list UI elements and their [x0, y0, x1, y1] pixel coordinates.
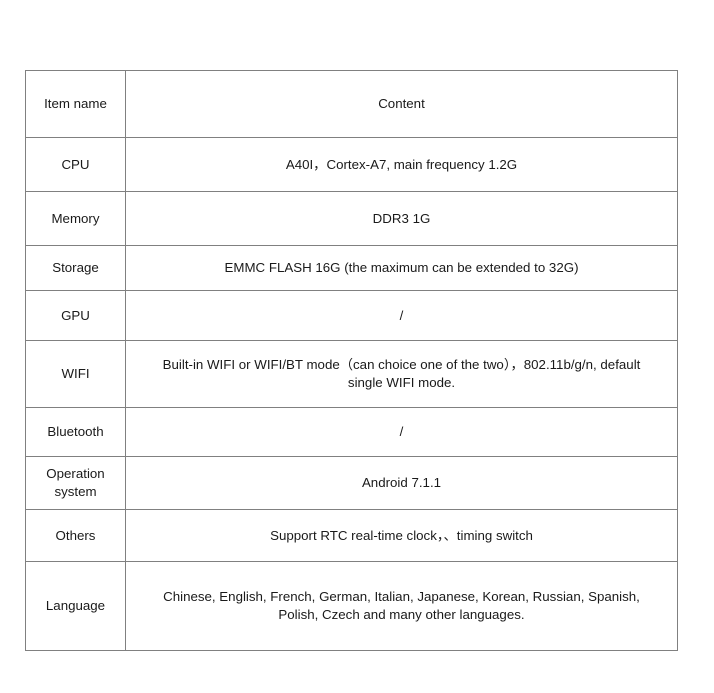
- row-label-memory: Memory: [25, 191, 126, 246]
- row-label-bluetooth: Bluetooth: [25, 407, 126, 457]
- row-value-bluetooth: /: [125, 407, 678, 457]
- row-value-wifi-line-1: Built-in WIFI or WIFI/BT mode（can choice…: [162, 357, 641, 373]
- specification-table-container: Item name Content CPU A40I，Cortex-A7, ma…: [25, 70, 678, 651]
- row-label-storage: Storage: [25, 245, 126, 291]
- row-label-language: Language: [25, 561, 126, 651]
- table-row: Language Chinese, English, French, Germa…: [25, 561, 678, 651]
- table-row: GPU /: [25, 290, 678, 341]
- row-value-wifi-line-2: single WIFI mode.: [347, 375, 456, 390]
- row-value-language-line-2: Polish, Czech and many other languages.: [278, 607, 525, 622]
- row-value-wifi: Built-in WIFI or WIFI/BT mode（can choice…: [125, 340, 678, 408]
- row-value-gpu: /: [125, 290, 678, 341]
- specification-table: Item name Content CPU A40I，Cortex-A7, ma…: [25, 70, 678, 651]
- table-row: Storage EMMC FLASH 16G (the maximum can …: [25, 245, 678, 291]
- row-value-language-line-1: Chinese, English, French, German, Italia…: [163, 589, 640, 605]
- table-row: Operation system Android 7.1.1: [25, 456, 678, 510]
- row-label-wifi: WIFI: [25, 340, 126, 408]
- row-value-language: Chinese, English, French, German, Italia…: [125, 561, 678, 651]
- row-value-storage: EMMC FLASH 16G (the maximum can be exten…: [125, 245, 678, 291]
- table-row: Bluetooth /: [25, 407, 678, 457]
- column-header-item-name: Item name: [25, 70, 126, 138]
- table-row: CPU A40I，Cortex-A7, main frequency 1.2G: [25, 137, 678, 192]
- table-header-row: Item name Content: [25, 70, 678, 138]
- row-value-operation-system: Android 7.1.1: [125, 456, 678, 510]
- row-label-others: Others: [25, 509, 126, 562]
- table-row: Memory DDR3 1G: [25, 191, 678, 246]
- row-value-cpu: A40I，Cortex-A7, main frequency 1.2G: [125, 137, 678, 192]
- row-value-memory: DDR3 1G: [125, 191, 678, 246]
- table-row: Others Support RTC real-time clock，、timi…: [25, 509, 678, 562]
- column-header-content: Content: [125, 70, 678, 138]
- row-value-others: Support RTC real-time clock，、timing swit…: [125, 509, 678, 562]
- row-label-cpu: CPU: [25, 137, 126, 192]
- row-label-gpu: GPU: [25, 290, 126, 341]
- table-row: WIFI Built-in WIFI or WIFI/BT mode（can c…: [25, 340, 678, 408]
- row-label-operation-system: Operation system: [25, 456, 126, 510]
